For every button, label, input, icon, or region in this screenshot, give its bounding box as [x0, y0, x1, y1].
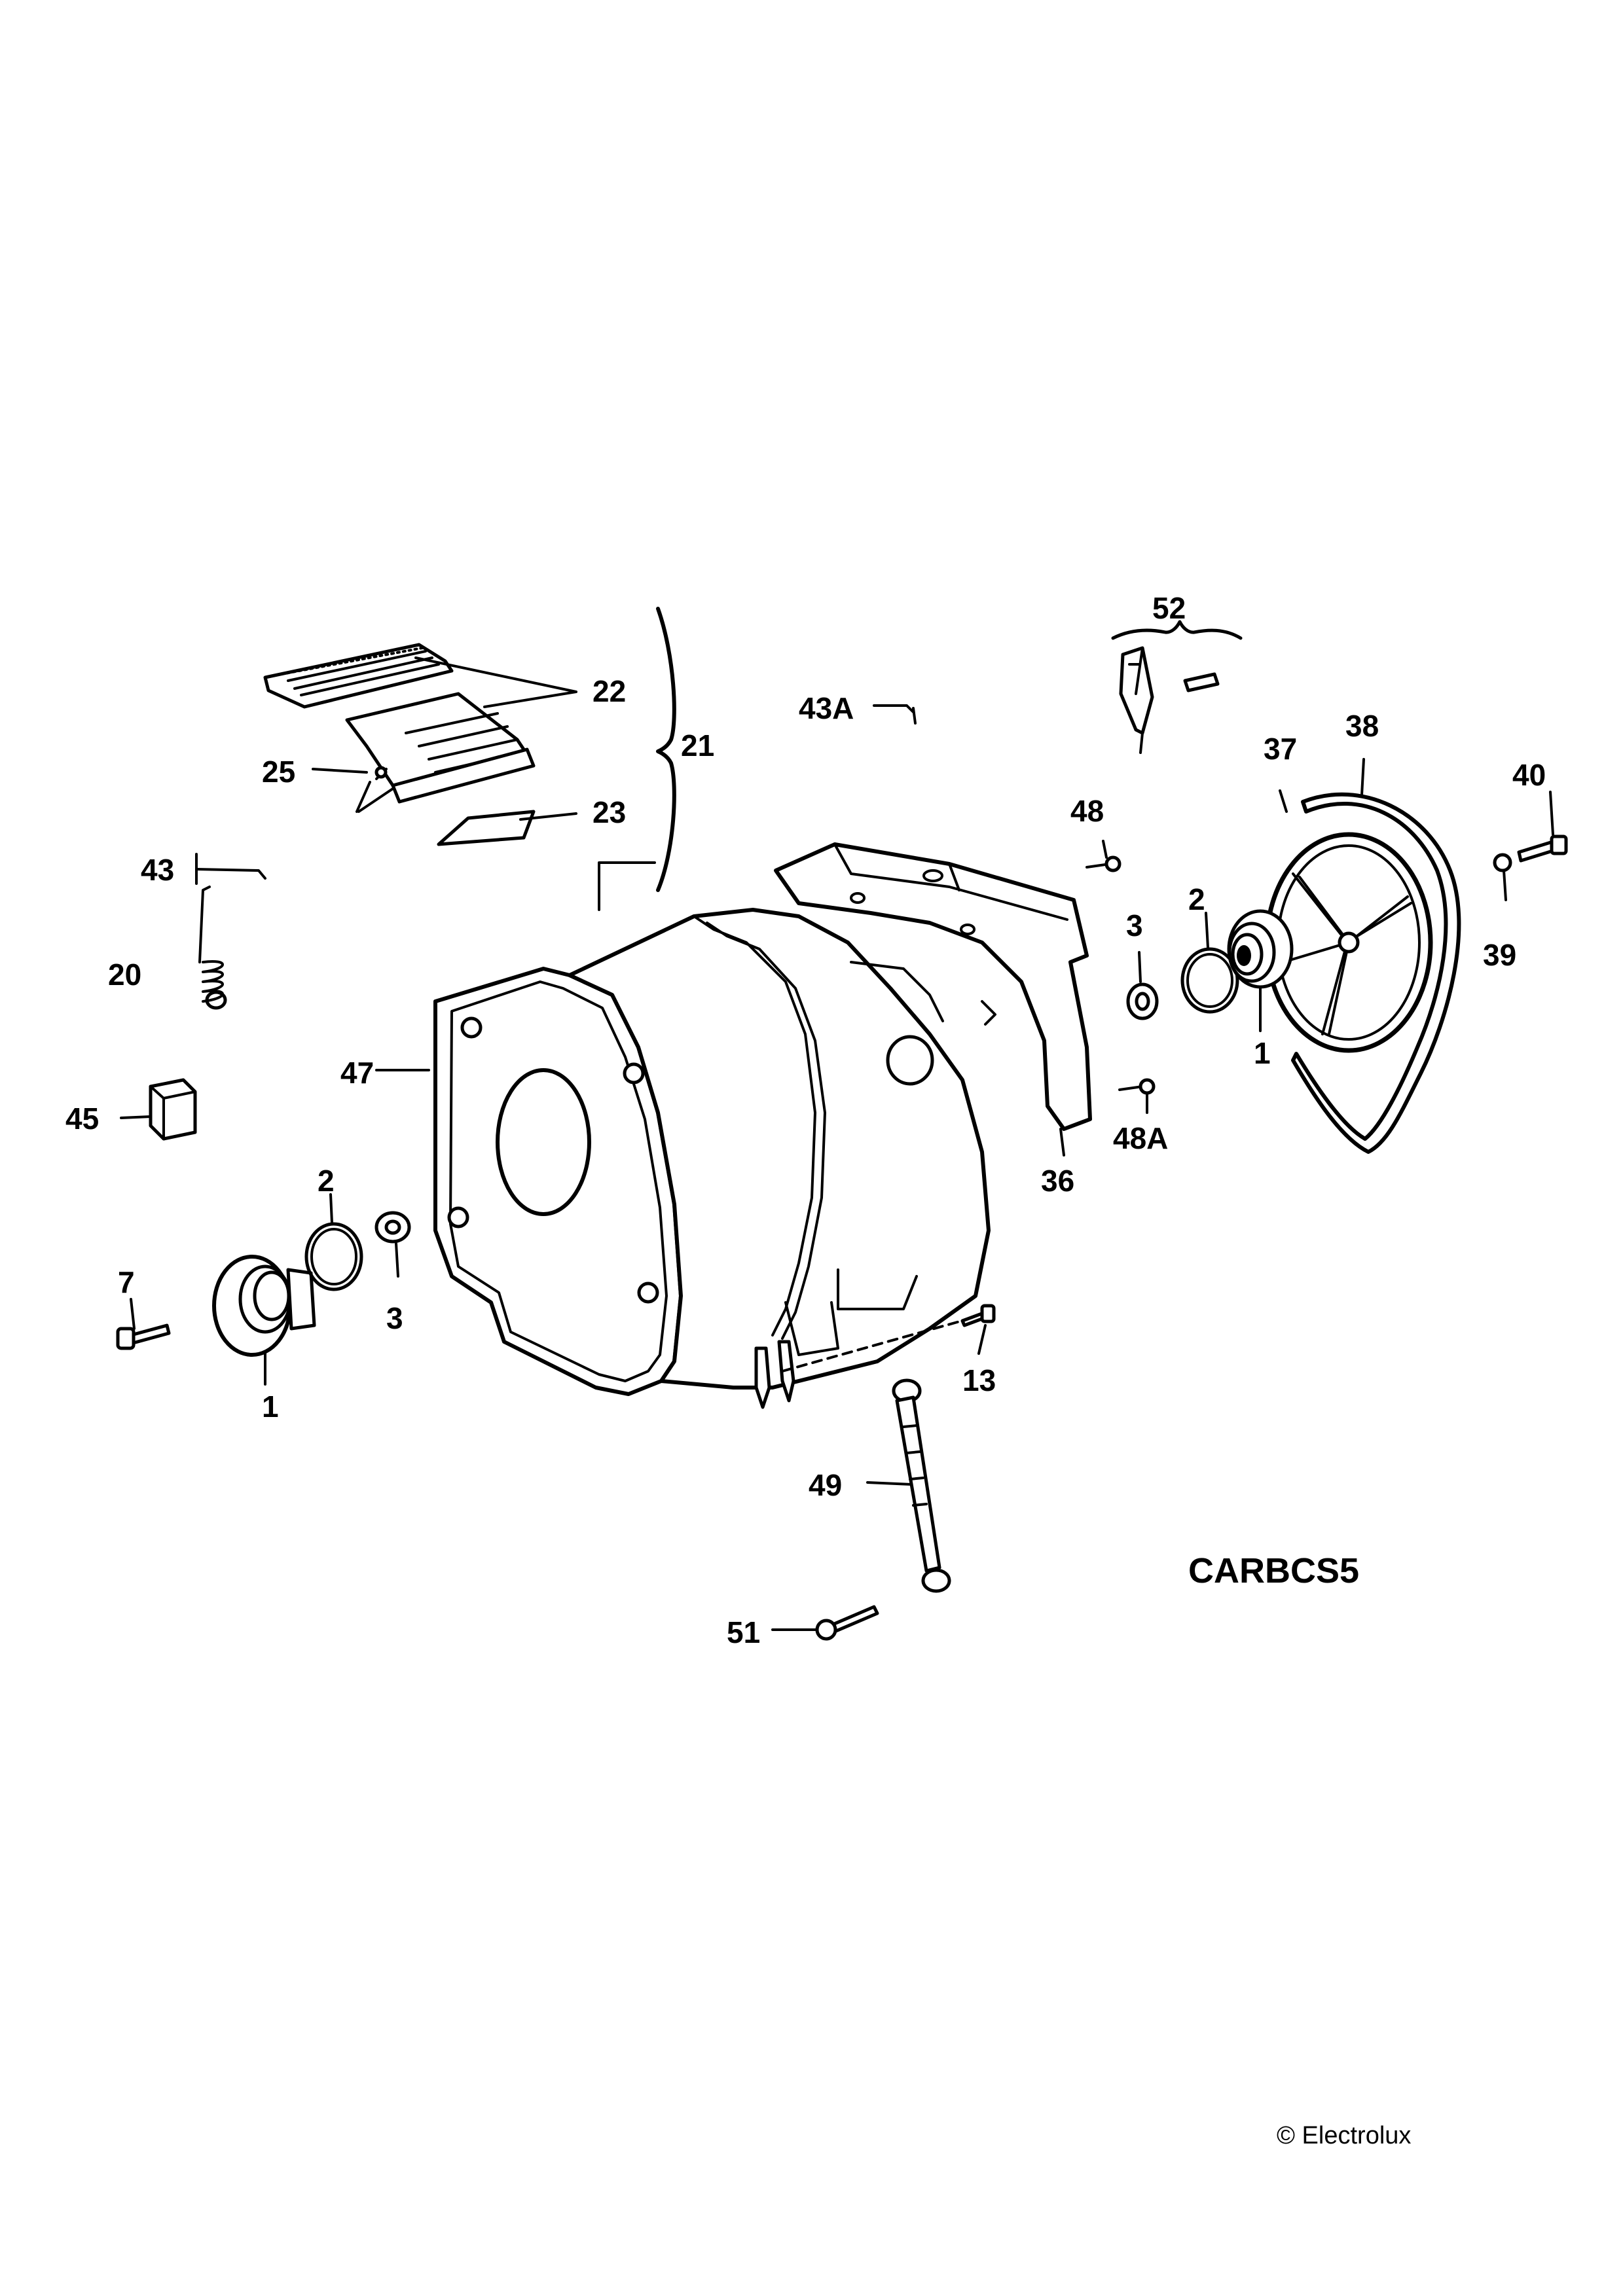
callout-7: 7	[118, 1265, 135, 1299]
callout-3: 3	[1126, 908, 1143, 942]
filter-strip	[437, 810, 536, 846]
screw-13	[960, 1304, 996, 1355]
callout-45: 45	[65, 1102, 99, 1136]
callout-43a: 43A	[799, 691, 854, 725]
pin-51	[771, 1605, 879, 1641]
screw-48	[1085, 840, 1122, 872]
callout-43: 43	[141, 853, 174, 887]
callout-47: 47	[340, 1056, 374, 1090]
spring-20	[195, 853, 227, 1010]
screw-48A	[1118, 1078, 1156, 1114]
callout-20: 20	[108, 958, 141, 992]
copyright-notice: © Electrolux	[1277, 2122, 1411, 2149]
callout-2: 2	[318, 1164, 335, 1198]
callout-2: 2	[1188, 882, 1205, 916]
callout-52: 52	[1152, 591, 1186, 625]
screws-25	[356, 766, 394, 813]
callout-38: 38	[1345, 709, 1379, 743]
callout-labels: 2221252343A5248383740433220394714548A362…	[65, 591, 1546, 1649]
o-ring-left-2	[304, 1193, 363, 1291]
washer-39	[1493, 853, 1512, 901]
filter-plate-upper	[263, 643, 454, 709]
filter-plate-lower	[345, 692, 536, 804]
drive-belt-38	[1291, 792, 1461, 1154]
callout-48: 48	[1070, 794, 1104, 828]
callout-21: 21	[681, 728, 714, 762]
callout-51: 51	[727, 1615, 760, 1649]
callout-36: 36	[1041, 1164, 1074, 1198]
callout-37: 37	[1264, 732, 1297, 766]
screw-40	[1517, 791, 1568, 863]
callout-1: 1	[1254, 1036, 1271, 1070]
tub-rear	[568, 908, 996, 1409]
callout-39: 39	[1483, 938, 1516, 972]
callout-3: 3	[386, 1301, 403, 1335]
callout-49: 49	[809, 1468, 842, 1502]
bolt-7	[116, 1298, 171, 1350]
callout-48a: 48A	[1113, 1121, 1168, 1155]
callout-22: 22	[593, 674, 626, 708]
washer-right-3	[1126, 951, 1159, 1020]
counterweight-36	[774, 842, 1092, 1157]
counterweight-block-45	[120, 1078, 197, 1141]
callout-13: 13	[962, 1363, 996, 1397]
shock-absorber-49	[866, 1378, 951, 1593]
bearing-housing-left-1	[212, 1255, 316, 1386]
drum-pulley-37	[1264, 832, 1433, 1053]
callout-23: 23	[593, 795, 626, 829]
callout-25: 25	[262, 755, 295, 789]
diagram-code: CARBCS5	[1188, 1551, 1359, 1590]
bracket-52	[1119, 646, 1220, 754]
washer-left-3	[374, 1211, 411, 1278]
bearing-housing-right-1	[1227, 909, 1294, 1032]
callout-1: 1	[262, 1390, 279, 1424]
o-ring-right-2	[1180, 912, 1239, 1014]
callout-40: 40	[1512, 758, 1546, 792]
